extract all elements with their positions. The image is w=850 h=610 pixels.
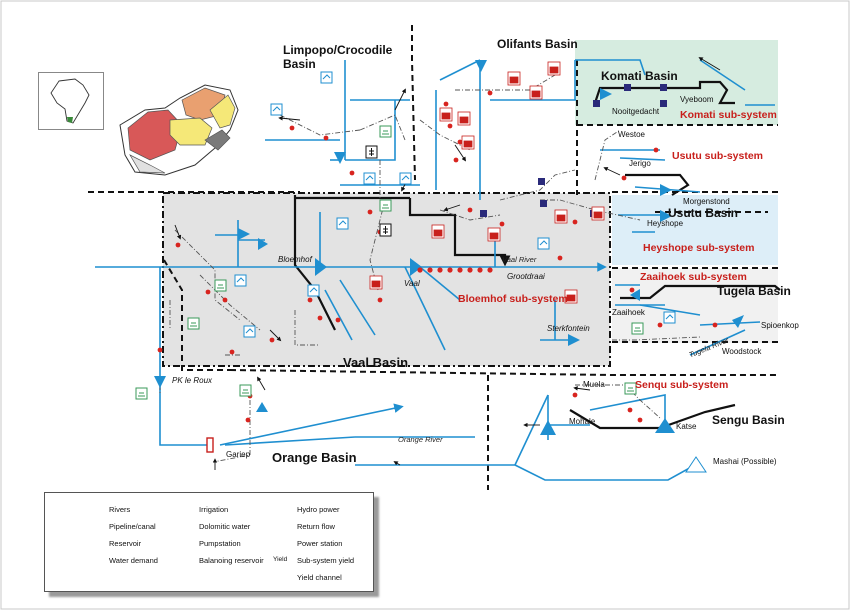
return-flows <box>174 57 721 470</box>
sengu-basin-label: Sengu Basin <box>712 413 785 427</box>
bloemhof-label: Bloemhof <box>278 255 312 264</box>
legend-balancing-label: Balanoing reservoir <box>199 556 264 565</box>
jerigo-label: Jerigo <box>629 159 651 168</box>
south-africa-map <box>119 84 239 176</box>
reservoir-pk-le-roux <box>154 376 166 388</box>
vaal-basin-label: Vaal Basin <box>343 355 409 370</box>
bloemhof-subsystem-label: Bloemhof sub-system <box>458 293 568 305</box>
gariep-label: Gariep <box>226 450 251 459</box>
sa-province-grey <box>204 129 231 151</box>
legend-dolomitic-label: Dolomitic water <box>199 522 251 531</box>
legend-pumpstation-label: Pumpstation <box>199 539 241 548</box>
limpopo-basin-label: Limpopo/Crocodile <box>283 43 393 57</box>
legend-panel: Rivers Pipeline/canal Reservoir Water de… <box>44 492 374 592</box>
zaaihoek-label: Zaaihoek <box>612 308 645 317</box>
woodstock-label: Woodstock <box>722 347 762 356</box>
sa-province-yellow <box>169 117 213 146</box>
senqu-subsystem-label: Senqu sub-system <box>635 379 729 391</box>
irrigation-nodes <box>135 125 644 400</box>
usutu-basin-label: Usutu Basin <box>668 206 739 220</box>
legend-rivers-label: Rivers <box>109 505 131 514</box>
tugela-basin-label: Tugela Basin <box>717 284 791 298</box>
reservoirs <box>154 60 744 435</box>
legend-return-flow-label: Return flow <box>297 522 335 531</box>
morgenstond-label: Morgenstond <box>683 197 730 206</box>
muela-label: Muela <box>583 380 605 389</box>
limpopo-basin-label-line2: Basin <box>283 57 316 71</box>
reservoir-katse <box>655 418 675 433</box>
reservoir-bloemhof <box>315 258 327 276</box>
zaaihoek-subsystem-label: Zaaihoek sub-system <box>640 271 747 283</box>
orange-basin-label: Orange Basin <box>272 450 357 465</box>
water-demand-nodes <box>234 71 676 338</box>
heyshope-region <box>612 195 778 265</box>
komati-subsystem-label: Komati sub-system <box>680 109 777 121</box>
africa-inset-map <box>38 72 104 130</box>
legend-power-station-label: Power station <box>297 539 343 548</box>
reservoir-mashai <box>685 456 707 473</box>
katse-label: Katse <box>676 422 697 431</box>
spioenkop-label: Spioenkop <box>761 321 799 330</box>
dolomitic-water-nodes <box>365 145 392 237</box>
pk-le-roux-label: PK le Roux <box>172 376 213 385</box>
heyshope-label: Heyshope <box>647 219 684 228</box>
usutu-subsystem-label: Usutu sub-system <box>672 150 764 162</box>
legend-irrigation-label: Irrigation <box>199 505 229 514</box>
komati-basin-label: Komati Basin <box>601 69 678 83</box>
hydro-power-gariep <box>206 437 214 453</box>
boundary-limpopo-olifants <box>411 25 416 181</box>
sterkfontein-label: Sterkfontein <box>547 324 590 333</box>
westoe-label: Westoe <box>618 130 645 139</box>
reservoir-vaal <box>410 258 422 276</box>
olifants-basin-label: Olifants Basin <box>497 37 578 51</box>
legend-pipeline-label: Pipeline/canal <box>109 522 156 531</box>
komati-region <box>575 40 778 125</box>
reservoir-mohale <box>540 420 556 435</box>
legend-yield-channel-label: Yield channel <box>297 573 342 582</box>
vaal-river-label: Vaal River <box>502 255 537 264</box>
power-stations <box>369 61 605 304</box>
africa-outline-icon <box>50 78 90 124</box>
mohale-label: Mohale <box>569 417 596 426</box>
heyshope-subsystem-label: Heyshope sub-system <box>643 242 755 254</box>
mashai-label: Mashai (Possible) <box>713 457 777 466</box>
legend-subsystem-yield-label: Sub-system yield <box>297 556 355 565</box>
legend-hydro-label: Hydro power <box>297 505 340 514</box>
legend-yield-box-label: Yield <box>273 556 288 563</box>
legend-reservoir-label: Reservoir <box>109 539 142 548</box>
vyeboom-label: Vyeboom <box>680 95 714 104</box>
nooitgedacht-label: Nooitgedacht <box>612 107 660 116</box>
legend-water-demand-label: Water demand <box>109 556 158 565</box>
orange-river-label: Orange River <box>398 435 443 444</box>
grootdraai-label: Grootdraai <box>507 272 545 281</box>
vaal-dam-label: Vaal <box>404 279 420 288</box>
rivers <box>95 59 775 481</box>
